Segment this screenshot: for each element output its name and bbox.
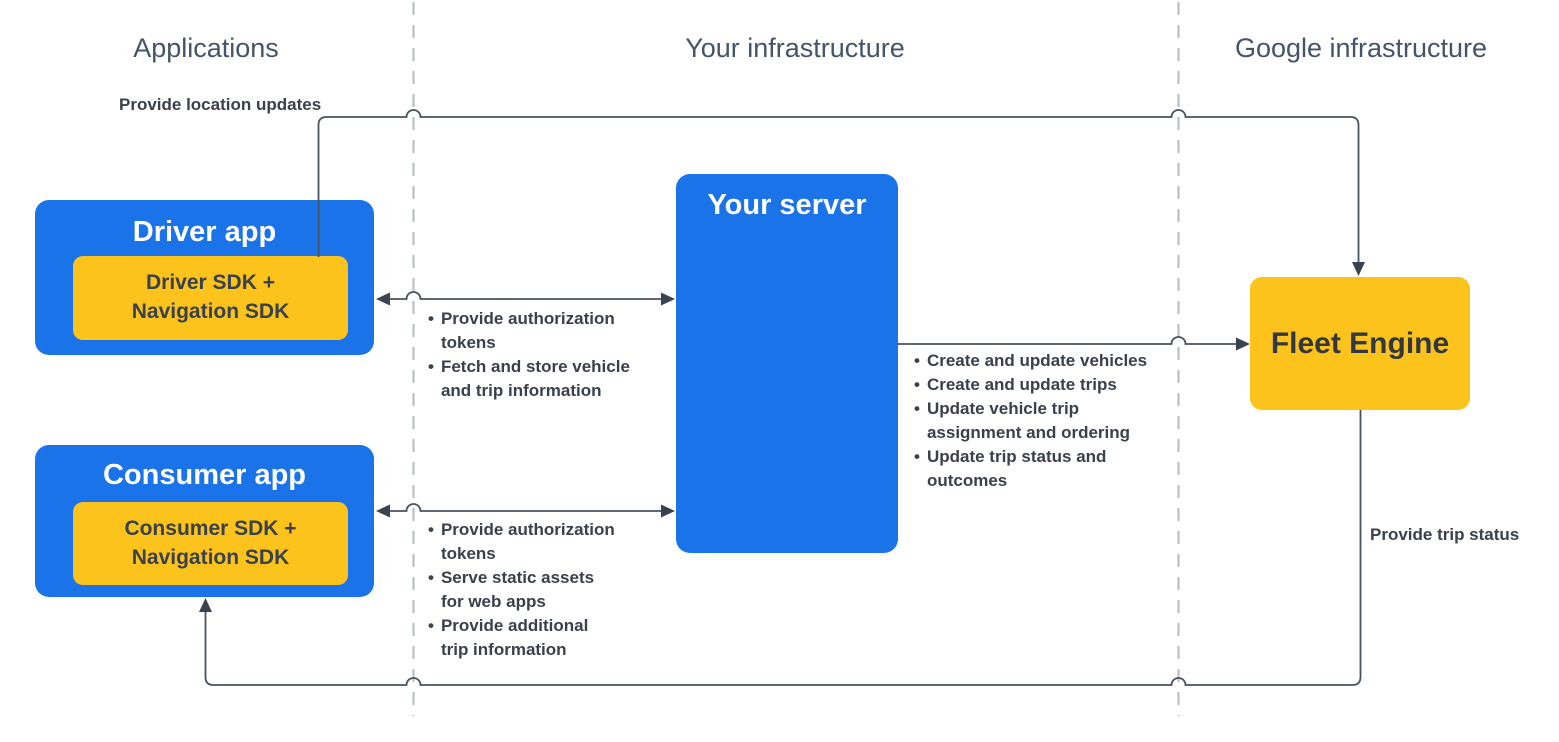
consumer-app-box: Consumer app Consumer SDK + Navigation S…	[35, 445, 374, 597]
zone-header-your-infrastructure: Your infrastructure	[685, 33, 905, 63]
driver-server-arrow	[389, 291, 662, 300]
list-item: • Provide authorization tokens	[428, 520, 615, 563]
label-provide-location-updates: Provide location updates	[119, 95, 322, 114]
bullet-glyph: •	[914, 447, 920, 466]
list-item: • Fetch and store vehicle and trip infor…	[428, 357, 630, 400]
list-item: • Update trip status and outcomes	[914, 447, 1107, 490]
bullet-glyph: •	[914, 351, 920, 370]
bullet-glyph: •	[914, 399, 920, 418]
arrowhead-server-top	[661, 292, 675, 306]
your-server-box: Your server	[676, 174, 898, 553]
consumer-sdk-box: Consumer SDK + Navigation SDK	[73, 502, 348, 585]
bullet-glyph: •	[428, 357, 434, 376]
arrowhead-server-bottom	[661, 504, 675, 518]
list-item: • Provide additional trip information	[428, 616, 589, 659]
arrowhead-fleet-top	[1352, 262, 1365, 276]
arrowhead-consumer-bottom	[199, 598, 212, 612]
bullet-glyph: •	[428, 616, 434, 635]
fleet-engine-title: Fleet Engine	[1270, 326, 1450, 360]
server-fleet-arrow	[898, 336, 1236, 345]
list-item: • Serve static assets for web apps	[428, 568, 595, 611]
bullet-glyph: •	[428, 309, 434, 328]
server-fleet-list: • Create and update vehicles • Create an…	[914, 349, 1182, 493]
list-item: • Provide authorization tokens	[428, 309, 615, 352]
driver-sdk-box: Driver SDK + Navigation SDK	[73, 256, 348, 340]
fleet-engine-box: Fleet Engine	[1250, 277, 1470, 410]
driver-app-box: Driver app Driver SDK + Navigation SDK	[35, 200, 374, 355]
list-item: • Update vehicle trip assignment and ord…	[914, 399, 1131, 442]
your-server-title: Your server	[707, 189, 867, 221]
consumer-server-list: • Provide authorization tokens • Serve s…	[428, 518, 660, 662]
label-provide-trip-status: Provide trip status	[1370, 525, 1520, 544]
consumer-app-title: Consumer app	[102, 459, 307, 491]
zone-header-applications: Applications	[133, 33, 279, 63]
list-item: • Create and update trips	[914, 373, 1182, 397]
driver-server-list: • Provide authorization tokens • Fetch a…	[428, 307, 660, 403]
bullet-glyph: •	[428, 568, 434, 587]
zone-header-google-infrastructure: Google infrastructure	[1234, 33, 1488, 63]
arrowhead-consumer	[376, 504, 390, 518]
arrowhead-fleet-left	[1236, 337, 1250, 351]
bullet-glyph: •	[428, 520, 434, 539]
bullet-glyph: •	[914, 375, 920, 394]
consumer-server-arrow	[389, 503, 662, 512]
driver-app-title: Driver app	[132, 216, 277, 248]
arrowhead-driver	[376, 292, 390, 306]
list-item: • Create and update vehicles	[914, 349, 1182, 373]
